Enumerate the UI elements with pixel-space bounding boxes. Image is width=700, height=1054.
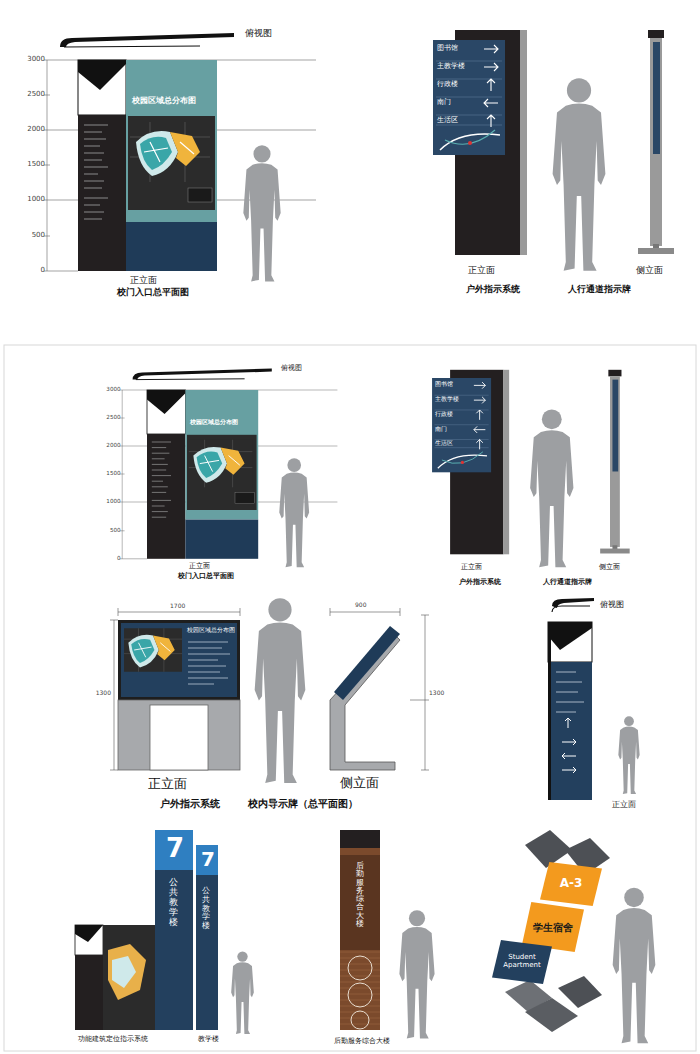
scale-number: 2000 — [27, 125, 45, 133]
elevation-label: 正立面 — [189, 562, 210, 570]
sign-text: 主教学楼 — [435, 396, 459, 403]
elevation-label: 正立面 — [612, 800, 636, 809]
caption-label: 教学楼 — [198, 1035, 219, 1043]
sign-text: 南门 — [435, 426, 447, 433]
sign-panel: 7 公共教学楼 — [155, 830, 193, 1030]
tilted-square-shape — [540, 862, 602, 906]
dimension-label: 1300 — [429, 690, 444, 697]
scale-number: 1500 — [27, 160, 45, 168]
scale-number: 1000 — [106, 498, 120, 504]
scale-number: 500 — [110, 527, 121, 533]
dimension-label: 1700 — [170, 603, 185, 610]
caption-label: 户外指示系统 — [459, 578, 501, 586]
sign-text: 南门 — [437, 98, 451, 106]
elevation-label: 正立面 — [130, 275, 157, 285]
sign-panel: A-3 — [540, 862, 602, 906]
sign-panel: 图书馆主教学楼行政楼南门生活区 — [433, 40, 505, 155]
scale-number: 3000 — [27, 55, 45, 63]
sign-text: 行政楼 — [437, 80, 458, 88]
dimension-label: 900 — [355, 602, 366, 609]
caption-label: 户外指示系统 — [160, 798, 220, 810]
sign-text: 7 — [166, 834, 184, 864]
caption-label: 户外指示系统 — [466, 284, 520, 294]
scale-number: 1500 — [106, 470, 120, 476]
sign-panel: 校园区域总分布图 — [126, 60, 217, 222]
sign-panel: 后勤服务综合大楼 — [340, 830, 380, 1030]
tilted-square-shape — [492, 940, 552, 984]
elevation-label: 正立面 — [461, 563, 482, 571]
caption-label: 人行通道指示牌 — [543, 578, 592, 586]
sign-text: 图书馆 — [435, 381, 453, 388]
sign-panel: 图书馆主教学楼行政楼南门生活区 — [432, 378, 491, 472]
sign-panel: 校园区域总分布图 — [185, 624, 237, 696]
dimension-label: 1300 — [96, 690, 111, 697]
sign-panel: 校园区域总分布图 — [185, 390, 258, 520]
elevation-label: 侧立面 — [599, 563, 620, 571]
scale-number: 0 — [117, 555, 121, 561]
sign-panel: 7 公共教学楼 — [196, 845, 218, 1030]
sign-text: 校园区域总分布图 — [190, 419, 238, 426]
elevation-label: 侧立面 — [636, 265, 663, 275]
view-label: 俯视图 — [600, 600, 624, 609]
scale-number: 500 — [32, 231, 45, 239]
sign-text: 校园区域总分布图 — [187, 627, 235, 633]
view-label: 俯视图 — [245, 28, 272, 38]
sign-text: 后勤服务综合大楼 — [356, 862, 364, 928]
elevation-label: 正立面 — [148, 777, 187, 792]
scale-number: 2500 — [27, 90, 45, 98]
sign-text: 学生宿舍 — [528, 922, 578, 933]
scale-number: 0 — [41, 266, 45, 274]
sign-text: 图书馆 — [437, 44, 458, 52]
sign-text: 公共教学楼 — [202, 887, 210, 931]
scale-number: 2500 — [106, 414, 120, 420]
sign-text: 生活区 — [435, 440, 453, 447]
sign-text: 7 — [201, 848, 215, 871]
scale-number: 2000 — [106, 442, 120, 448]
sign-text: Student Apartment — [498, 954, 546, 969]
sign-text: 校园区域总分布图 — [132, 96, 196, 105]
sign-text: 生活区 — [437, 116, 458, 124]
sign-text: A-3 — [546, 877, 596, 890]
view-label: 俯视图 — [281, 364, 302, 372]
sign-text: 公共教学楼 — [169, 878, 178, 927]
elevation-label: 正立面 — [468, 265, 495, 275]
sign-panel: Student Apartment — [492, 940, 552, 984]
scale-number: 3000 — [106, 386, 120, 392]
sign-text: 主教学楼 — [437, 62, 465, 70]
caption-label: 校门入口总平面图 — [178, 572, 234, 580]
caption-label: 人行通道指示牌 — [568, 284, 631, 294]
scale-number: 1000 — [27, 195, 45, 203]
caption-label: 后勤服务综合大楼 — [334, 1037, 390, 1045]
caption-label: 功能建筑定位指示系统 — [78, 1035, 148, 1043]
elevation-label: 侧立面 — [340, 776, 379, 791]
caption-label: 校内导示牌（总平面图） — [248, 798, 358, 810]
sign-text: 行政楼 — [435, 411, 453, 418]
caption-label: 校门入口总平面图 — [117, 287, 189, 297]
